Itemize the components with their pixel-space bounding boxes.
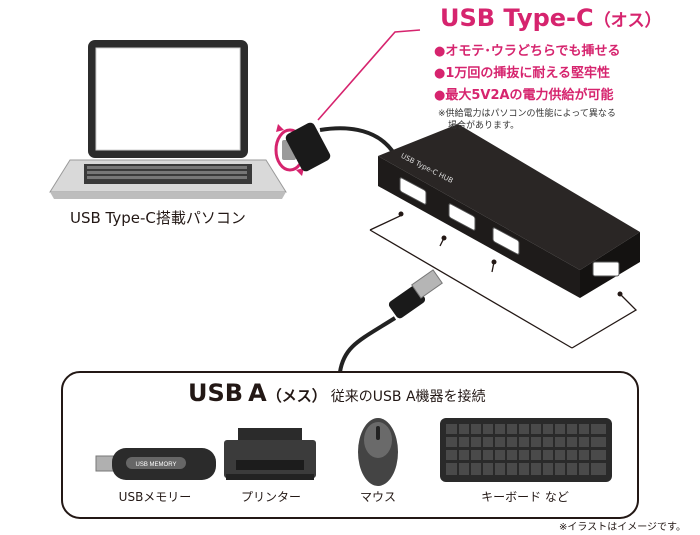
- device-label-printer: プリンター: [240, 490, 301, 504]
- usb-hub-icon: [378, 124, 640, 298]
- usb-a-plug-icon: [388, 269, 443, 319]
- usb-a-description: 従来のUSB A機器を接続: [330, 389, 486, 405]
- device-label-keyboard: キーボード など: [481, 490, 569, 504]
- usb-c-gender: （オス）: [593, 11, 662, 31]
- usb-a-title-letter: A: [248, 379, 267, 407]
- usb-c-title-text: USB Type-C: [440, 4, 594, 32]
- laptop-icon: [49, 40, 287, 199]
- usb-a-title: USB A（メス）従来のUSB A機器を接続: [188, 379, 486, 407]
- usb-memory-stick-text: USB MEMORY: [136, 462, 177, 468]
- laptop-caption: USB Type-C搭載パソコン: [70, 209, 246, 227]
- usb-c-feature-1: ●オモテ･ウラどちらでも挿せる: [434, 44, 621, 59]
- usb-c-feature-3: ●最大5V2Aの電力供給が可能: [434, 88, 614, 103]
- usb-c-connector-icon: [274, 122, 331, 176]
- usb-memory-icon: USB MEMORY: [95, 448, 216, 480]
- usb-a-gender: （メス）: [266, 387, 327, 405]
- device-label-mouse: マウス: [359, 490, 396, 504]
- usb-c-title: USB Type-C（オス）: [440, 4, 662, 32]
- printer-icon: [224, 428, 316, 480]
- usb-c-feature-2: ●1万回の挿抜に耐える堅牢性: [434, 66, 610, 81]
- keyboard-icon: [440, 418, 612, 482]
- mouse-icon: [358, 418, 398, 486]
- device-label-usb-memory: USBメモリー: [118, 490, 192, 504]
- power-note-line-1: ※供給電力はパソコンの性能によって異なる: [438, 109, 616, 119]
- footnote: ※イラストはイメージです。: [559, 522, 686, 533]
- usb-a-title-main: USB: [188, 379, 244, 407]
- power-note-line-2: 場合があります。: [448, 121, 520, 131]
